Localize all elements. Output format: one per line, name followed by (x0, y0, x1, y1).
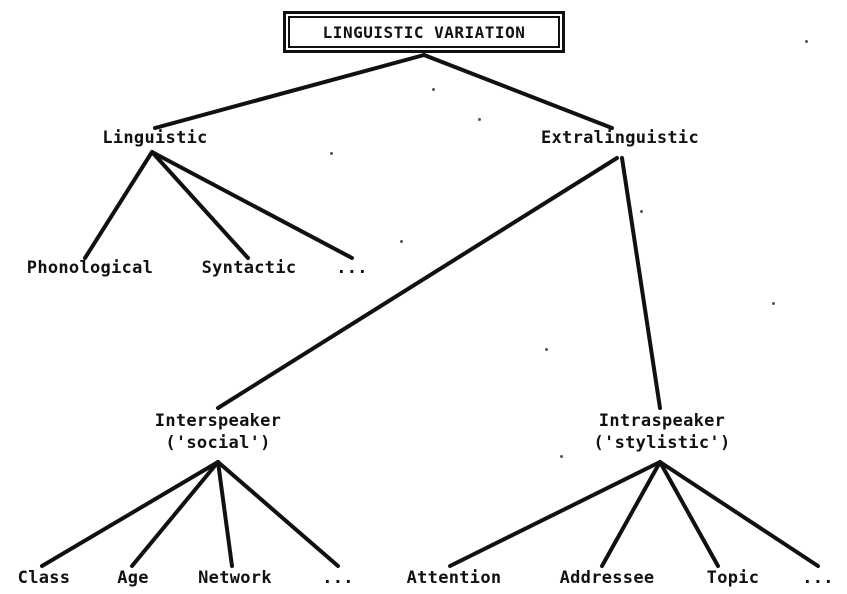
scan-speck (432, 88, 435, 91)
edge-intraspeaker-more (658, 460, 820, 568)
node-interspeaker-line1: Interspeaker (154, 411, 282, 431)
scan-speck (772, 302, 775, 305)
scan-speck (330, 152, 333, 155)
node-extralinguistic: Extralinguistic (540, 128, 700, 148)
scan-speck (805, 40, 808, 43)
scan-speck (400, 240, 403, 243)
edge-intraspeaker-attention (448, 460, 662, 568)
node-interspeaker-line2: ('social') (165, 433, 271, 453)
node-syntactic: Syntactic (201, 258, 297, 278)
root-node-label: LINGUISTIC VARIATION (322, 22, 526, 42)
edge-linguistic-phonological (83, 150, 154, 260)
edge-interspeaker-more (216, 460, 340, 568)
node-linguistic: Linguistic (102, 128, 208, 148)
edge-root-extralinguistic (422, 53, 614, 130)
node-interspeaker: Interspeaker ('social') (155, 410, 281, 454)
scan-speck (478, 118, 481, 121)
edge-interspeaker-age (130, 460, 220, 568)
node-class: Class (17, 568, 71, 588)
node-interspeaker-more: ... (322, 568, 354, 588)
edge-interspeaker-network (216, 460, 234, 568)
node-addressee: Addressee (559, 568, 655, 588)
node-intraspeaker-line2: ('stylistic') (593, 433, 731, 453)
node-attention: Attention (406, 568, 502, 588)
root-node-box: LINGUISTIC VARIATION (283, 11, 565, 53)
node-network: Network (198, 568, 272, 588)
edge-root-linguistic (153, 53, 426, 130)
edge-interspeaker-class (40, 460, 220, 568)
edge-linguistic-more (150, 150, 354, 260)
edge-extralinguistic-interspeaker (216, 156, 619, 410)
edge-linguistic-syntactic (150, 150, 250, 260)
node-intraspeaker-line1: Intraspeaker (598, 411, 726, 431)
node-intraspeaker: Intraspeaker ('stylistic') (594, 410, 731, 454)
node-intraspeaker-more: ... (802, 568, 834, 588)
scan-speck (560, 455, 563, 458)
scan-speck (640, 210, 643, 213)
edge-intraspeaker-topic (658, 460, 720, 568)
node-linguistic-more: ... (336, 258, 368, 278)
node-age: Age (117, 568, 149, 588)
node-topic: Topic (706, 568, 760, 588)
node-phonological: Phonological (26, 258, 154, 278)
edge-intraspeaker-addressee (600, 460, 662, 568)
scan-speck (545, 348, 548, 351)
edge-extralinguistic-intraspeaker (620, 156, 662, 410)
